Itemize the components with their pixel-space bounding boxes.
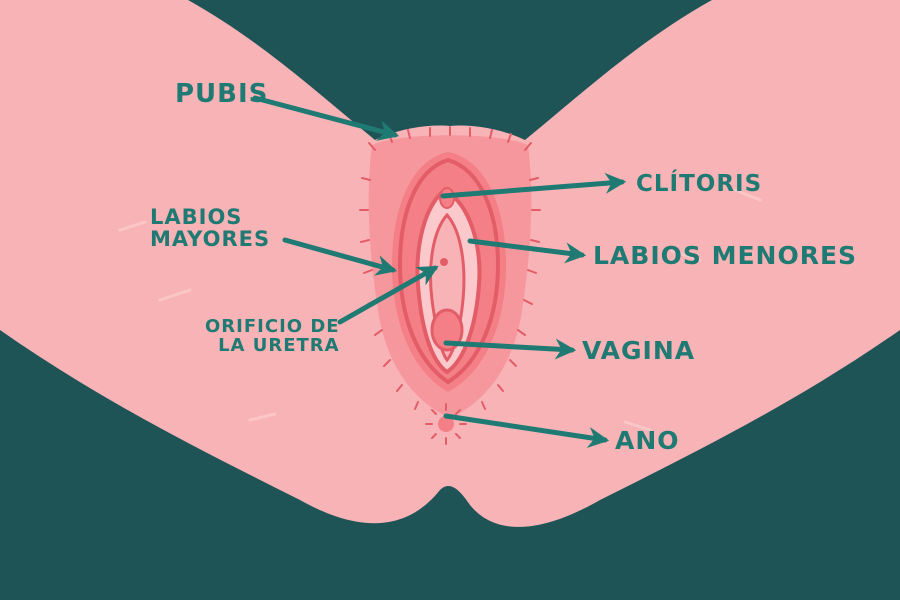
arrow-vagina [443, 338, 577, 360]
urethra-opening [440, 258, 448, 266]
arrow-pubis [252, 95, 400, 141]
label-orificio-line2: LA URETRA [218, 334, 340, 356]
arrow-labios-mayores [282, 237, 398, 276]
label-orificio-line1: ORIFICIO DE [205, 316, 340, 337]
anus-shape [438, 416, 454, 432]
label-vagina: VAGINA [582, 336, 696, 365]
label-pubis: PUBIS [175, 79, 269, 109]
arrow-orificio [337, 265, 439, 325]
label-orificio-uretra: ORIFICIO DE LA URETRA [205, 316, 340, 356]
arrow-ano [443, 413, 610, 448]
texture-strokes [118, 188, 762, 432]
label-labios-mayores-line1: LABIOS [150, 205, 243, 229]
label-labios-mayores-line2: MAYORES [150, 227, 271, 252]
label-labios-mayores: LABIOS MAYORES [150, 206, 270, 250]
arrow-clitoris [440, 172, 627, 199]
hair-strokes [359, 126, 541, 410]
anus-strokes [425, 403, 467, 445]
label-labios-menores: LABIOS MENORES [593, 241, 858, 270]
vagina-opening [430, 308, 464, 352]
label-clitoris: CLÍTORIS [636, 171, 763, 197]
arrow-labios-menores [467, 238, 587, 264]
label-ano: ANO [615, 426, 680, 455]
